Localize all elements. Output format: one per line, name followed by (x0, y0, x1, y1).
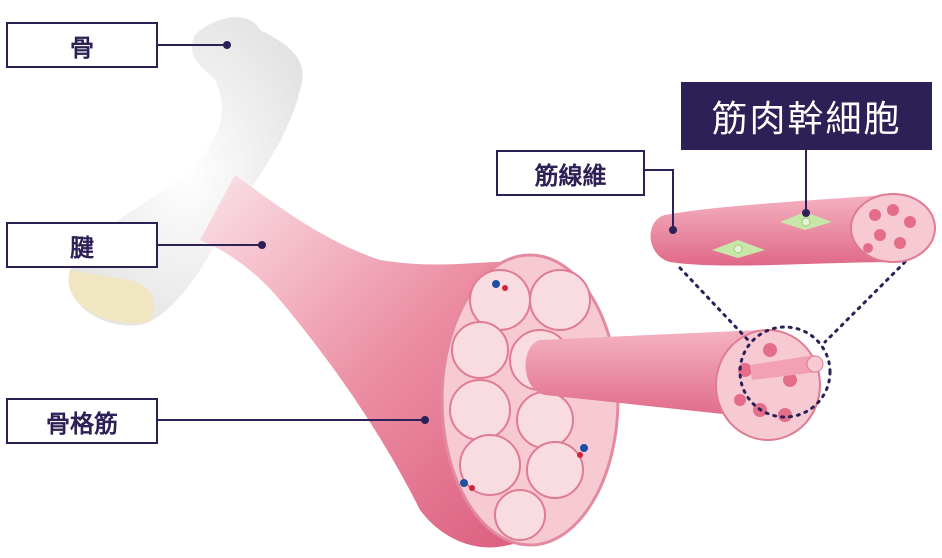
label-muscle-stem-cell: 筋肉幹細胞 (681, 82, 932, 150)
label-bone: 骨 (6, 22, 158, 68)
zoom-circle (738, 325, 832, 419)
fascicles (449, 269, 591, 541)
bone-head (68, 270, 154, 324)
label-tendon: 腱 (6, 222, 158, 268)
label-skeletal-muscle: 骨格筋 (6, 398, 158, 444)
label-muscle-fiber: 筋線維 (496, 150, 645, 196)
muscle-fiber (650, 195, 900, 266)
